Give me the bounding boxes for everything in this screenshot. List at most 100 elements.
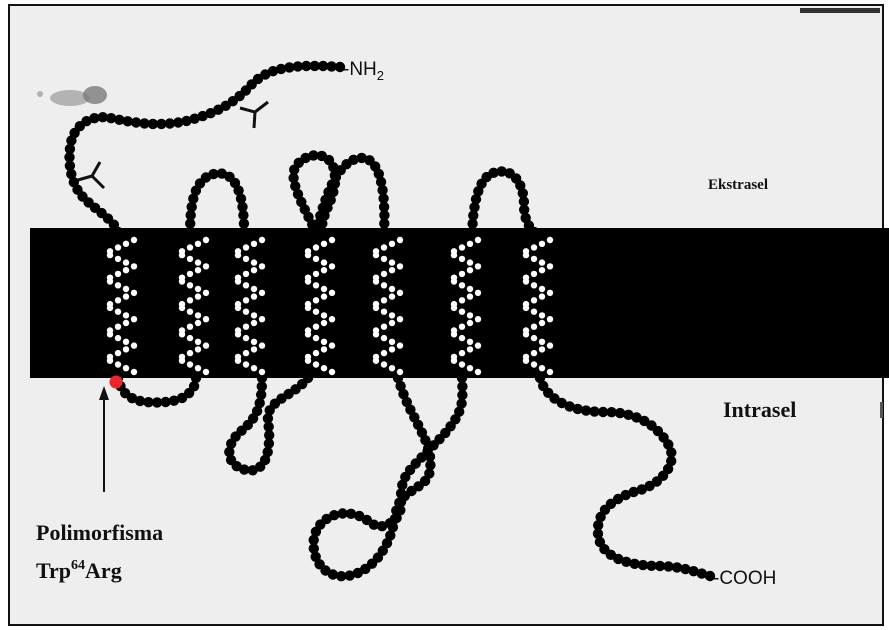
helix-residue <box>195 339 201 345</box>
helix-residue <box>259 237 265 243</box>
helix-residue <box>107 331 113 337</box>
helix-residue <box>179 305 185 311</box>
helix-residue <box>313 335 319 341</box>
helix-residue <box>305 358 311 364</box>
helix-residue <box>451 358 457 364</box>
helix-residue <box>313 271 319 277</box>
n-terminus-subscript: 2 <box>377 68 384 83</box>
helix-residue <box>115 335 121 341</box>
helix-residue <box>547 342 553 348</box>
helix-residue <box>115 282 121 288</box>
helix-residue <box>251 365 257 371</box>
helix-residue <box>235 278 241 284</box>
helix-residue <box>243 350 249 356</box>
helix-residue <box>251 320 257 326</box>
helix-residue <box>123 286 129 292</box>
helix-residue <box>523 305 529 311</box>
helix-residue <box>329 342 335 348</box>
helix-residue <box>321 312 327 318</box>
helix-residue <box>195 293 201 299</box>
helix-residue <box>397 263 403 269</box>
helix-residue <box>381 282 387 288</box>
helix-residue <box>459 361 465 367</box>
helix-residue <box>203 237 209 243</box>
helix-residue <box>467 241 473 247</box>
helix-residue <box>235 305 241 311</box>
helix-residue <box>305 331 311 337</box>
helix-residue <box>539 365 545 371</box>
helix-residue <box>123 312 129 318</box>
helix-residue <box>195 286 201 292</box>
helix-residue <box>235 252 241 258</box>
polymorphism-suffix: Arg <box>85 558 122 583</box>
helix-residue <box>313 244 319 250</box>
helix-residue <box>243 309 249 315</box>
helix-residue <box>243 324 249 330</box>
helix-residue <box>131 342 137 348</box>
helix-residue <box>313 324 319 330</box>
helix-residue <box>243 297 249 303</box>
helix-residue <box>243 271 249 277</box>
helix-residue <box>531 271 537 277</box>
helix-residue <box>187 256 193 262</box>
helix-residue <box>123 346 129 352</box>
helix-residue <box>451 252 457 258</box>
helix-residue <box>305 252 311 258</box>
helix-residue <box>381 350 387 356</box>
helix-residue <box>187 335 193 341</box>
helix-residue <box>539 339 545 345</box>
helix-residue <box>539 259 545 265</box>
helix-residue <box>115 350 121 356</box>
helix-residue <box>547 263 553 269</box>
polymorphism-prefix: Trp <box>36 558 71 583</box>
helix-residue <box>389 259 395 265</box>
helix-residue <box>243 282 249 288</box>
helix-residue <box>131 263 137 269</box>
helix-residue <box>203 290 209 296</box>
helix-residue <box>467 346 473 352</box>
helix-residue <box>531 324 537 330</box>
helix-residue <box>115 256 121 262</box>
helix-residue <box>451 331 457 337</box>
polymorphism-label: Polimorfisma <box>36 520 163 545</box>
helix-residue <box>187 271 193 277</box>
helix-residue <box>195 365 201 371</box>
helix-residue <box>123 365 129 371</box>
helix-residue <box>179 331 185 337</box>
helix-residue <box>459 282 465 288</box>
helix-residue <box>467 286 473 292</box>
helix-residue <box>539 312 545 318</box>
helix-residue <box>459 297 465 303</box>
helix-residue <box>235 331 241 337</box>
helix-residue <box>373 358 379 364</box>
helix-residue <box>131 316 137 322</box>
helix-residue <box>531 350 537 356</box>
helix-residue <box>531 244 537 250</box>
helix-residue <box>251 293 257 299</box>
helix-residue <box>187 282 193 288</box>
helix-residue <box>195 312 201 318</box>
helix-residue <box>531 297 537 303</box>
extracellular-loop-residue <box>529 227 539 237</box>
helix-residue <box>187 361 193 367</box>
helix-residue <box>381 309 387 315</box>
helix-residue <box>389 286 395 292</box>
helix-residue <box>259 316 265 322</box>
helix-residue <box>547 316 553 322</box>
helix-residue <box>381 361 387 367</box>
cell-membrane <box>30 228 889 378</box>
helix-residue <box>523 358 529 364</box>
helix-residue <box>531 256 537 262</box>
helix-residue <box>467 259 473 265</box>
polymorphism-superscript: 64 <box>71 558 85 573</box>
helix-residue <box>321 293 327 299</box>
helix-residue <box>389 293 395 299</box>
helix-residue <box>475 263 481 269</box>
helix-residue <box>313 350 319 356</box>
helix-residue <box>389 267 395 273</box>
helix-residue <box>467 267 473 273</box>
helix-residue <box>251 241 257 247</box>
helix-residue <box>107 358 113 364</box>
helix-residue <box>115 297 121 303</box>
